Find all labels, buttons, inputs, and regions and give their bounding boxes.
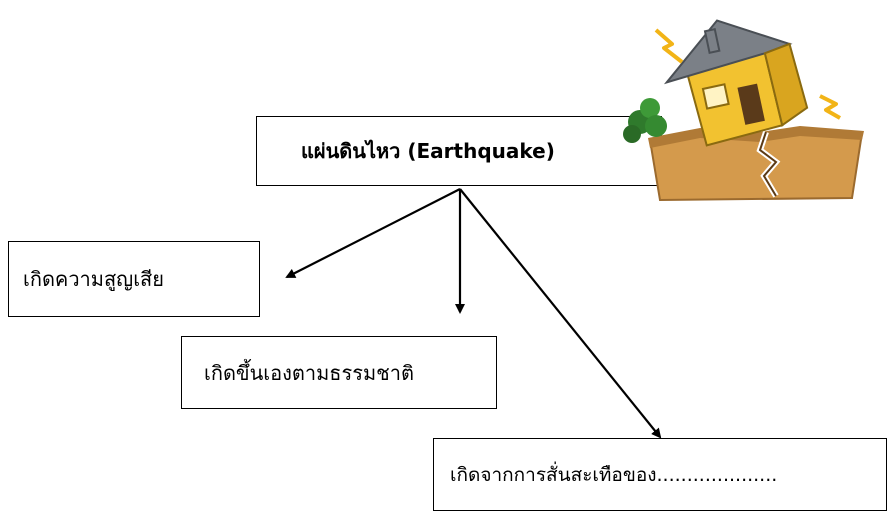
branch-label-natural: เกิดขึ้นเองตามธรรมชาติ bbox=[204, 360, 414, 385]
tilted-house bbox=[663, 19, 809, 147]
main-concept-box: แผ่นดินไหว (Earthquake) bbox=[256, 116, 662, 186]
branch-box-loss: เกิดความสูญเสีย bbox=[8, 241, 260, 317]
branch-box-natural: เกิดขึ้นเองตามธรรมชาติ bbox=[181, 336, 497, 409]
main-concept-label: แผ่นดินไหว (Earthquake) bbox=[301, 139, 555, 163]
shake-mark-left bbox=[654, 28, 684, 64]
arrow-to-vibration bbox=[459, 188, 662, 439]
branch-label-loss: เกิดความสูญเสีย bbox=[23, 267, 164, 291]
arrow-to-loss bbox=[285, 188, 461, 278]
shake-mark-right bbox=[819, 94, 841, 120]
branch-box-vibration: เกิดจากการสั่นสะเทือของ.................… bbox=[433, 438, 887, 511]
branch-label-vibration: เกิดจากการสั่นสะเทือของ.................… bbox=[450, 463, 778, 486]
